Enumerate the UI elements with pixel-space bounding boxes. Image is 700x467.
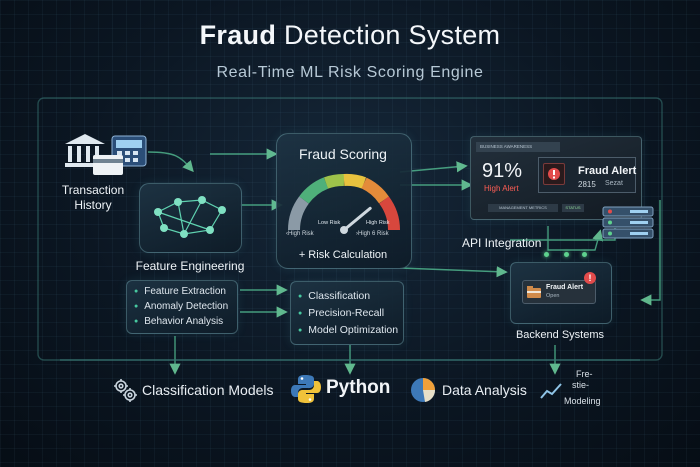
backend-alert-status: Open: [546, 293, 560, 299]
alert-sub2: Sezat: [605, 180, 623, 187]
server-icon: [602, 206, 654, 245]
modeling-label: Fre- stie- Modeling: [564, 369, 601, 406]
network-graph-icon: [154, 196, 226, 238]
list-item: Feature Extraction: [134, 284, 228, 299]
alert-sub1: 2815: [578, 180, 596, 189]
list-item: Behavior Analysis: [134, 314, 228, 329]
gauge-needle: [342, 206, 372, 232]
backend-alert-badge-icon: !: [584, 272, 596, 284]
feature-engineering-label: Feature Engineering: [135, 259, 245, 273]
status-dot: [544, 252, 549, 257]
list-item: Model Optimization: [298, 322, 398, 339]
python-label: Python: [326, 377, 391, 398]
risk-calculation-caption: + Risk Calculation: [298, 249, 388, 261]
feature-list: Feature Extraction Anomaly Detection Beh…: [134, 284, 228, 329]
list-item: Classification: [298, 288, 398, 305]
list-item: Anomaly Detection: [134, 299, 228, 314]
dashboard-header: BUSINESS AWARENESS: [476, 142, 560, 152]
bank-icon: [62, 132, 108, 175]
alert-warning-icon: [543, 163, 565, 185]
dashboard-footer-left: MANAGEMENT METRICS: [488, 204, 558, 212]
pie-chart-icon: [410, 377, 436, 408]
score-value: 91%: [482, 160, 523, 182]
backend-folder-icon: [527, 285, 541, 303]
gears-icon: [112, 377, 138, 408]
backend-alert-title: Fraud Alert: [546, 284, 584, 291]
data-analysis-label: Data Analysis: [442, 382, 527, 398]
model-list: Classification Precision-Recall Model Op…: [298, 288, 398, 339]
score-label: High Alert: [484, 184, 519, 193]
page-subtitle: Real-Time ML Risk Scoring Engine: [216, 64, 484, 81]
fraud-scoring-title: Fraud Scoring: [299, 146, 387, 162]
alert-title: Fraud Alert: [578, 165, 637, 177]
card-icon: [92, 154, 124, 181]
gauge-left-label: ‹High Risk: [286, 231, 314, 237]
gauge-hub: [340, 226, 348, 234]
status-dot: [582, 252, 587, 257]
risk-gauge: Low Risk High Risk: [288, 173, 400, 234]
python-logo-icon: [290, 373, 322, 410]
status-dot: [564, 252, 569, 257]
gauge-high-label: High Risk: [366, 220, 390, 226]
gauge-low-label: Low Risk: [318, 220, 341, 226]
gauge-right-label: ›High 6 Risk: [356, 231, 389, 237]
list-item: Precision-Recall: [298, 305, 398, 322]
api-integration-label: API Integration: [462, 236, 542, 250]
dashboard-footer-right: STATUS: [562, 204, 584, 212]
backend-systems-label: Backend Systems: [515, 329, 605, 341]
page-title: Fraud Detection System: [199, 20, 501, 50]
feature-engineering-panel: [139, 183, 242, 253]
classification-models-label: Classification Models: [142, 382, 274, 398]
trend-line-icon: [540, 382, 562, 405]
